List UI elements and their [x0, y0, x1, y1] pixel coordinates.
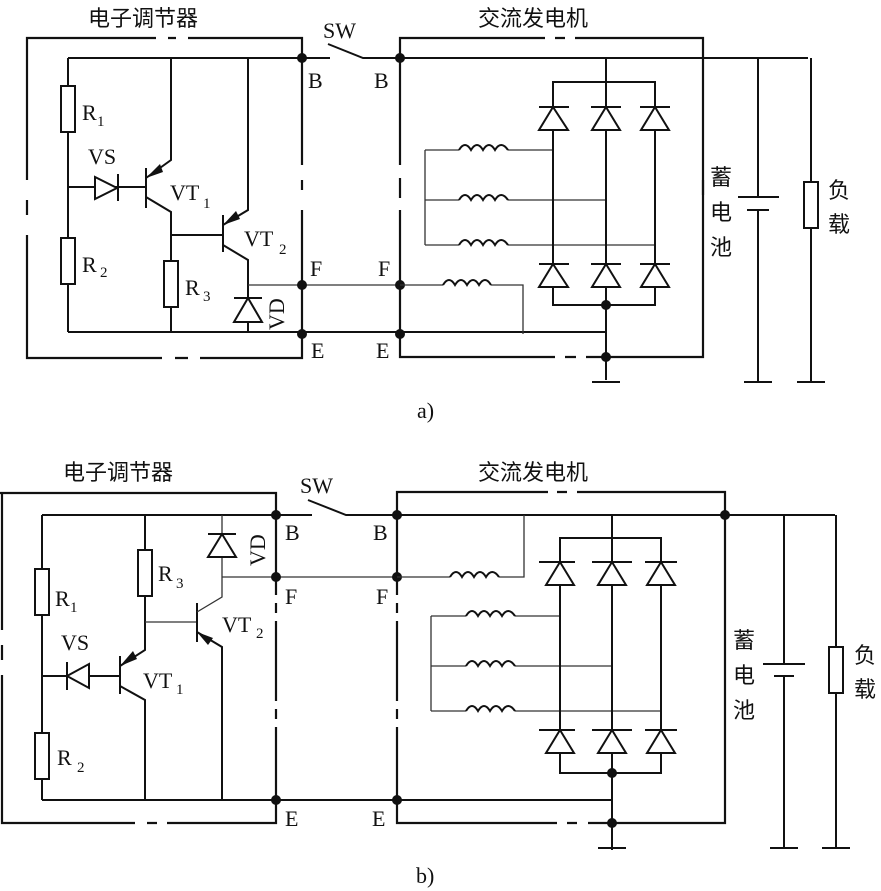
switch-label: SW	[300, 473, 333, 498]
svg-text:负: 负	[854, 644, 876, 669]
svg-text:3: 3	[176, 576, 184, 592]
svg-text:E: E	[376, 338, 389, 363]
load	[797, 58, 825, 383]
battery	[763, 515, 805, 849]
resistor-R1	[60, 85, 76, 133]
svg-text:B: B	[373, 520, 388, 545]
svg-text:电: 电	[710, 201, 732, 226]
diagram-a: 电子调节器 交流发电机 SW B B R 1 R 2 VS	[25, 7, 850, 423]
svg-text:池: 池	[733, 699, 755, 724]
rectifier-bridge	[537, 58, 671, 383]
svg-text:R: R	[55, 586, 70, 611]
alternator-box	[398, 36, 705, 359]
svg-text:2: 2	[77, 760, 85, 776]
svg-text:蓄: 蓄	[733, 629, 755, 654]
svg-text:1: 1	[97, 114, 105, 130]
svg-text:载: 载	[828, 213, 850, 238]
terminal-B-left: B	[308, 68, 323, 93]
svg-text:R: R	[57, 745, 72, 770]
diode-VD	[206, 532, 238, 558]
terminal-B-right: B	[374, 68, 389, 93]
stator-coil-1	[458, 144, 509, 152]
diagram-b: 电子调节器 交流发电机 SW B B R 1 R 2 VS	[0, 461, 876, 888]
regulator-box	[0, 491, 278, 825]
stator-coil-2	[458, 194, 509, 202]
svg-text:1: 1	[176, 682, 184, 698]
svg-text:VT: VT	[244, 226, 274, 251]
resistor-R3	[137, 549, 153, 597]
zener-VS	[64, 662, 90, 690]
resistor-R1	[34, 568, 50, 616]
regulator-title: 电子调节器	[63, 461, 173, 486]
svg-text:F: F	[378, 256, 390, 281]
stator-coil-3	[458, 239, 509, 247]
regulator-title: 电子调节器	[88, 7, 198, 32]
svg-text:池: 池	[710, 236, 732, 261]
svg-text:1: 1	[203, 196, 211, 212]
resistor-R3	[163, 260, 179, 308]
svg-text:R: R	[82, 252, 97, 277]
zener-VS	[94, 175, 120, 201]
switch-label: SW	[323, 18, 356, 43]
svg-text:VD: VD	[264, 298, 289, 330]
rectifier-bridge	[539, 515, 677, 850]
alternator-box	[395, 490, 727, 825]
caption-a: a)	[417, 398, 434, 423]
regulator-box	[25, 36, 304, 360]
svg-text:VT: VT	[143, 668, 173, 693]
svg-text:F: F	[376, 584, 388, 609]
svg-text:载: 载	[854, 678, 876, 703]
svg-text:负: 负	[828, 179, 850, 204]
load-resistor	[828, 646, 844, 694]
svg-text:E: E	[285, 806, 298, 831]
resistor-R2	[34, 732, 50, 780]
svg-text:VT: VT	[170, 180, 200, 205]
battery	[738, 58, 779, 383]
svg-text:2: 2	[256, 626, 264, 642]
load	[822, 515, 850, 849]
field-coil	[449, 571, 500, 579]
alternator-title: 交流发电机	[478, 461, 588, 486]
stator-coil-3	[465, 705, 516, 713]
svg-text:2: 2	[279, 242, 287, 258]
caption-b: b)	[416, 863, 434, 888]
svg-text:R: R	[158, 561, 173, 586]
svg-text:R: R	[185, 275, 200, 300]
svg-text:VD: VD	[245, 534, 270, 566]
field-coil	[442, 279, 492, 287]
svg-text:2: 2	[100, 265, 108, 281]
load-resistor	[803, 181, 819, 229]
diode-VD	[232, 296, 264, 323]
alternator-title: 交流发电机	[478, 7, 588, 32]
svg-text:F: F	[310, 256, 322, 281]
svg-text:F: F	[285, 584, 297, 609]
svg-text:VT: VT	[222, 612, 252, 637]
svg-text:1: 1	[70, 600, 78, 616]
svg-text:B: B	[285, 520, 300, 545]
stator-coil-2	[465, 660, 516, 668]
stator-coil-1	[465, 610, 516, 618]
svg-text:E: E	[372, 806, 385, 831]
svg-text:R: R	[82, 100, 97, 125]
svg-text:VS: VS	[61, 630, 89, 655]
resistor-R2	[60, 237, 76, 285]
svg-text:电: 电	[733, 664, 755, 689]
svg-text:E: E	[311, 338, 324, 363]
svg-text:3: 3	[203, 289, 211, 305]
svg-text:蓄: 蓄	[710, 166, 732, 191]
svg-text:VS: VS	[88, 144, 116, 169]
